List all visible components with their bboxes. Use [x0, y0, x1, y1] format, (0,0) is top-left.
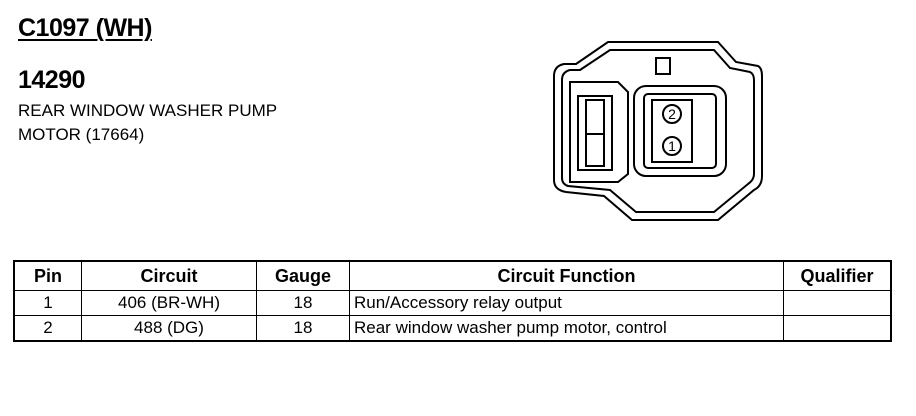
row-pin: 2: [13, 315, 82, 342]
header-qualifier: Qualifier: [783, 260, 892, 291]
row-qualifier: [783, 315, 892, 342]
pin-2-circle: [662, 104, 682, 124]
header-gauge: Gauge: [256, 260, 350, 291]
row-pin: 1: [13, 290, 82, 316]
latch-tab: [655, 57, 671, 75]
row-circuit: 488 (DG): [81, 315, 257, 342]
cavity-inner: [643, 93, 717, 169]
pin-1-label: 1: [668, 138, 676, 154]
connector-description: REAR WINDOW WASHER PUMP MOTOR (17664): [18, 99, 277, 147]
header-pin: Pin: [13, 260, 82, 291]
description-line-2: MOTOR (17664): [18, 125, 145, 144]
description-line-1: REAR WINDOW WASHER PUMP: [18, 101, 278, 120]
row-circuit: 406 (BR-WH): [81, 290, 257, 316]
part-number: 14290: [18, 66, 86, 94]
connector-face-diagram: 2 1: [553, 41, 763, 221]
pin-1-circle: [662, 136, 682, 156]
row-qualifier: [783, 290, 892, 316]
pin-2-label: 2: [668, 106, 676, 122]
row-function: Rear window washer pump motor, control: [349, 315, 784, 342]
table-row: 2 488 (DG) 18 Rear window washer pump mo…: [13, 315, 892, 342]
connector-outer-shell: [553, 41, 763, 221]
row-function: Run/Accessory relay output: [349, 290, 784, 316]
header-circuit: Circuit: [81, 260, 257, 291]
table-header-row: Pin Circuit Gauge Circuit Function Quali…: [13, 260, 892, 291]
table-row: 1 406 (BR-WH) 18 Run/Accessory relay out…: [13, 290, 892, 316]
row-gauge: 18: [256, 315, 350, 342]
connector-inner-shell: [561, 49, 755, 213]
left-lock-frame: [569, 81, 629, 183]
terminal-block: [651, 99, 693, 163]
connector-id: C1097 (WH): [18, 14, 152, 42]
cavity-housing: [633, 85, 727, 177]
header-circuit-function: Circuit Function: [349, 260, 784, 291]
left-lock-outer: [577, 95, 613, 171]
pinout-table: Pin Circuit Gauge Circuit Function Quali…: [13, 260, 892, 342]
row-gauge: 18: [256, 290, 350, 316]
